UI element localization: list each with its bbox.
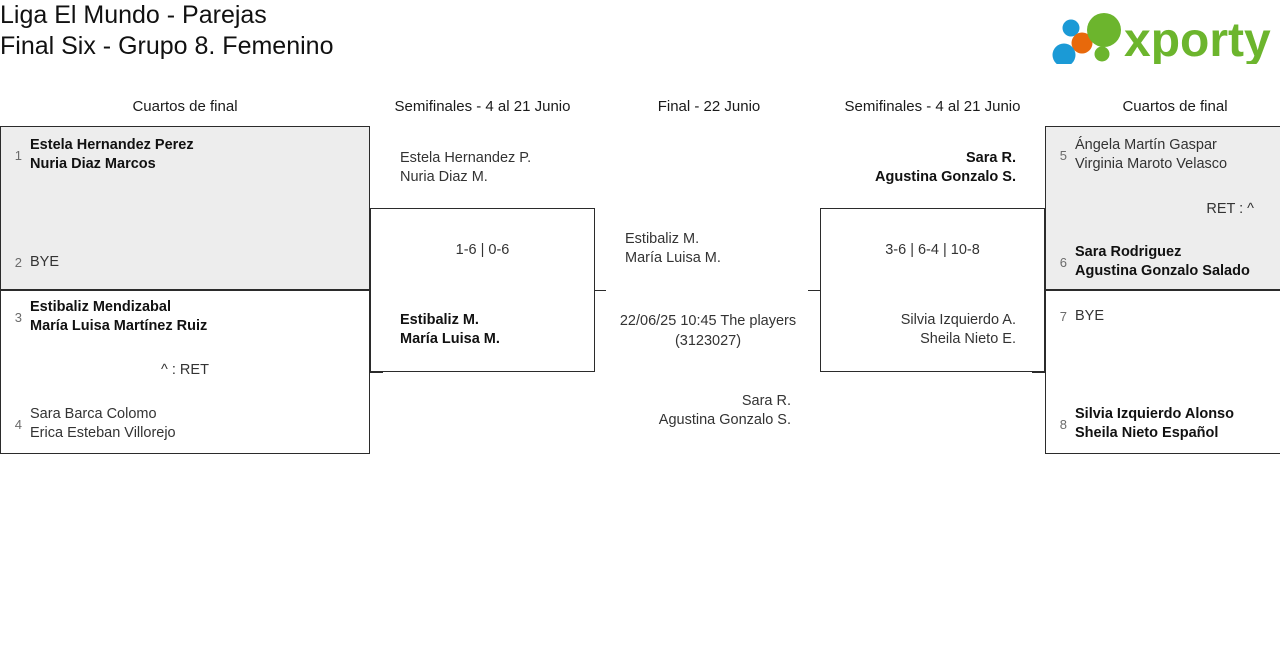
round-header-right-sf: Semifinales - 4 al 21 Junio [844,98,1021,115]
match-box-left-qf2[interactable] [0,290,370,454]
entry-left-sf-top[interactable]: Estela Hernandez P. Nuria Diaz M. [378,149,531,187]
connector-left-qf2 [369,372,383,373]
team-names: Sara Barca Colomo Erica Esteban Villorej… [30,405,176,443]
player-line-1: Estibaliz Mendizabal [30,299,171,315]
logo-dot-orange [1071,32,1093,54]
round-header-left-sf: Semifinales - 4 al 21 Junio [394,98,571,115]
logo-dot-blue-small [1062,19,1080,37]
entry-right-qf1-bottom[interactable]: 6 Sara Rodriguez Agustina Gonzalo Salado [1053,243,1250,281]
player-line-2: Nuria Diaz Marcos [30,156,156,172]
page-title-line1: Liga El Mundo - Parejas [0,1,267,29]
player-line-2: Erica Esteban Villorejo [30,425,176,441]
seed-number: 7 [1059,309,1067,324]
player-line-2: María Luisa M. [625,250,721,266]
player-line-2: Agustina Gonzalo S. [875,169,1016,185]
player-line-1: Estela Hernandez Perez [30,137,194,153]
player-line-2: Agustina Gonzalo Salado [1075,263,1250,279]
round-header-right-qf: Cuartos de final [1122,98,1228,115]
round-header-final: Final - 22 Junio [657,98,761,115]
player-line-1: Silvia Izquierdo Alonso [1075,406,1234,422]
seed-number: 4 [14,416,22,432]
seed-number: 6 [1059,254,1067,270]
final-schedule-line1: 22/06/25 10:45 The players [619,313,797,329]
entry-left-qf2-bottom[interactable]: 4 Sara Barca Colomo Erica Esteban Villor… [8,405,176,443]
player-line-1: BYE [1075,308,1105,324]
entry-right-sf-top[interactable]: Sara R. Agustina Gonzalo S. [820,149,1038,187]
logo-dot-green-large [1087,13,1121,47]
player-line-1: Estibaliz M. [625,231,700,247]
team-names: Estibaliz M. María Luisa M. [400,311,500,349]
entry-right-qf2-top[interactable]: 7 BYE [1053,307,1104,326]
final-schedule-line2: (3123027) [674,333,742,349]
player-line-1: Sara R. [741,393,791,409]
connector-right-qf1 [1032,208,1046,209]
seed-number: 5 [1059,147,1067,163]
entry-final-bottom[interactable]: Sara R. Agustina Gonzalo S. [605,392,813,430]
player-line-2: María Luisa M. [400,331,500,347]
team-names: Silvia Izquierdo Alonso Sheila Nieto Esp… [1075,405,1234,443]
match-box-left-qf1[interactable] [0,126,370,290]
connector-right-sf [808,290,821,291]
entry-left-qf1-top[interactable]: 1 Estela Hernandez Perez Nuria Diaz Marc… [8,136,194,174]
match-box-left-sf[interactable] [370,208,595,372]
score-left-qf2: ^ : RET [161,362,209,378]
player-line-2: Sheila Nieto Español [1075,425,1219,441]
connector-right-qf2 [1032,372,1046,373]
team-names: Sara R. Agustina Gonzalo S. [875,149,1016,187]
round-header-left-qf: Cuartos de final [132,98,238,115]
match-box-right-sf[interactable] [820,208,1045,372]
player-line-2: Virginia Maroto Velasco [1075,156,1228,172]
player-line-1: Ángela Martín Gaspar [1075,137,1217,153]
score-left-sf: 1-6 | 0-6 [455,242,510,258]
player-line-1: BYE [30,254,60,270]
team-names: BYE [1075,307,1104,326]
team-names: Estela Hernandez P. Nuria Diaz M. [400,149,531,187]
player-line-1: Sara R. [966,150,1016,166]
team-names: Silvia Izquierdo A. Sheila Nieto E. [901,311,1016,349]
entry-right-qf1-top[interactable]: 5 Ángela Martín Gaspar Virginia Maroto V… [1053,136,1227,174]
team-names: Sara Rodriguez Agustina Gonzalo Salado [1075,243,1250,281]
player-line-2: Nuria Diaz M. [400,169,488,185]
player-line-1: Estibaliz M. [400,312,479,328]
seed-number: 1 [14,147,22,163]
seed-number: 8 [1059,416,1067,432]
entry-left-qf2-top[interactable]: 3 Estibaliz Mendizabal María Luisa Martí… [8,298,208,336]
player-line-1: Sara Barca Colomo [30,406,157,422]
score-right-qf1: RET : ^ [1206,201,1254,217]
score-final: 22/06/25 10:45 The players (3123027) [605,311,811,351]
xporty-logo: xporty [1046,8,1274,64]
team-names: Ángela Martín Gaspar Virginia Maroto Vel… [1075,136,1227,174]
player-line-2: María Luisa Martínez Ruiz [30,318,208,334]
player-line-2: Sheila Nieto E. [920,331,1016,347]
team-names: Estibaliz M. María Luisa M. [625,230,721,268]
seed-number: 2 [14,255,22,270]
player-line-1: Silvia Izquierdo A. [900,312,1016,328]
connector-left-sf [594,290,606,291]
team-names: BYE [30,253,59,272]
match-box-right-qf1[interactable] [1045,126,1280,290]
page-title-line2: Final Six - Grupo 8. Femenino [0,32,334,60]
entry-left-qf1-bottom[interactable]: 2 BYE [8,253,59,272]
entry-right-sf-bottom[interactable]: Silvia Izquierdo A. Sheila Nieto E. [820,311,1038,349]
team-names: Estibaliz Mendizabal María Luisa Martíne… [30,298,207,336]
player-line-1: Sara Rodriguez [1075,244,1182,260]
player-line-1: Estela Hernandez P. [400,150,532,166]
seed-number: 3 [14,309,22,325]
logo-wordmark: xporty [1124,14,1271,64]
logo-dot-blue-large [1052,43,1076,64]
entry-right-qf2-bottom[interactable]: 8 Silvia Izquierdo Alonso Sheila Nieto E… [1053,405,1234,443]
player-line-2: Agustina Gonzalo S. [658,412,791,428]
xporty-logo-svg: xporty [1052,13,1271,64]
logo-dot-green-small [1094,46,1110,62]
entry-final-top[interactable]: Estibaliz M. María Luisa M. [603,230,721,268]
team-names: Sara R. Agustina Gonzalo S. [659,392,791,430]
team-names: Estela Hernandez Perez Nuria Diaz Marcos [30,136,194,174]
score-right-sf: 3-6 | 6-4 | 10-8 [885,242,980,258]
entry-left-sf-bottom[interactable]: Estibaliz M. María Luisa M. [378,311,500,349]
